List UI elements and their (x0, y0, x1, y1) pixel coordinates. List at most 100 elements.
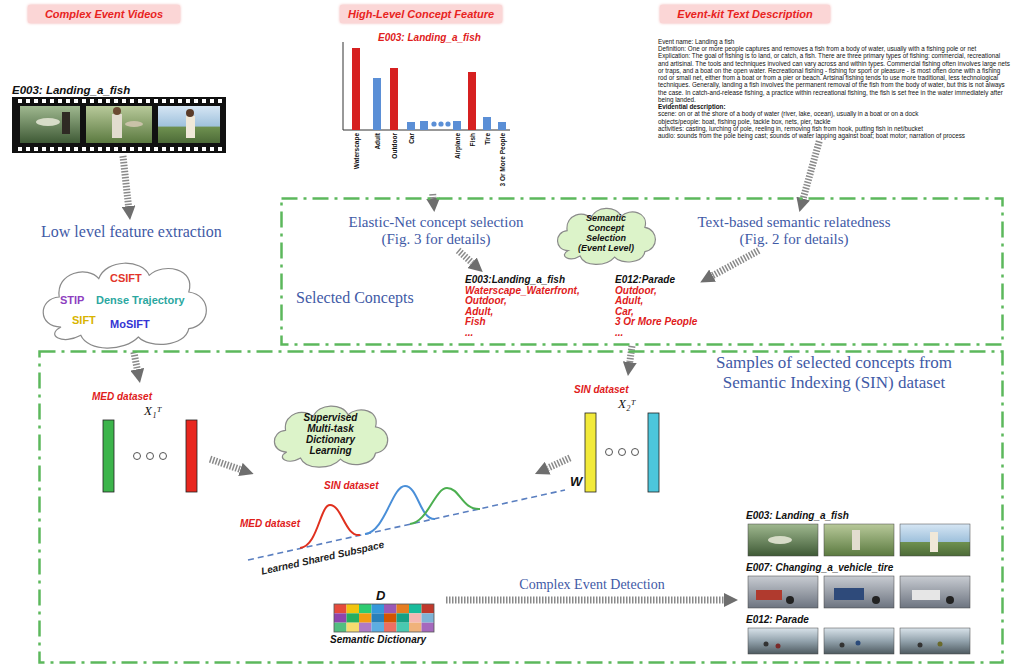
region-border (38, 350, 1004, 664)
grid-cell (334, 613, 347, 622)
hatched-arrow (123, 156, 129, 206)
node-text: MED dataset (240, 518, 300, 529)
fish-shape (36, 118, 60, 126)
node-text: audio: sounds from the pole being cast; … (658, 132, 1010, 139)
node-text: Complex Event Videos (36, 8, 172, 20)
stage-label: Low level feature extraction (38, 220, 225, 244)
feature-vector (186, 420, 197, 492)
node-text: E003: Landing_a_fish (12, 84, 130, 96)
hatched-arrow (630, 346, 632, 362)
ellipsis-dot (445, 121, 450, 126)
node-text: (Fig. 2 for details) (682, 231, 906, 248)
node-text: Dense Trajectory (96, 294, 185, 306)
crowd-dot (840, 643, 845, 648)
node-text: E003: Landing_a_fish (378, 32, 481, 43)
tire-shape (786, 596, 794, 604)
node-text: scene: on or at the shore of a body of w… (658, 110, 1010, 117)
crowd-dot (764, 642, 769, 647)
grid-cell (409, 604, 422, 613)
grid-cell (397, 623, 410, 632)
ellipsis-dot (431, 121, 436, 126)
crowd-dot (856, 641, 861, 646)
chart-bar (420, 121, 428, 130)
node-text: Definition: One or more people captures … (658, 45, 1010, 52)
feature-vector (648, 413, 659, 492)
learning-cloud: Supervised Multi-task Dictionary Learnin… (268, 398, 393, 470)
node-text: High-Level Concept Feature (348, 8, 494, 20)
result-frame (900, 576, 970, 608)
node-text: Explication: The goal of fishing is to l… (658, 52, 1010, 103)
result-frame (900, 524, 970, 556)
hatched-arrow (548, 458, 570, 468)
crowd-dot (938, 642, 943, 647)
grid-cell (334, 604, 347, 613)
node-text: ... (615, 328, 697, 339)
node-text: X₁ᵀ (144, 403, 161, 419)
video-frame (86, 106, 152, 143)
node-text: Samples of selected concepts from Semant… (698, 353, 970, 392)
node-text: Semantic Concept Selection (572, 214, 640, 244)
ellipsis-dot (632, 449, 639, 456)
learning-region: Samples of selected concepts from Semant… (38, 350, 1004, 664)
node-text: Waterscape (353, 133, 360, 169)
grid-cell (372, 613, 385, 622)
chart-bar (390, 68, 398, 130)
hatched-arrow (458, 251, 472, 263)
node-text: Fish (469, 133, 476, 146)
node-text: E012:Parade (615, 275, 697, 286)
result-frame (900, 628, 970, 654)
video-frame (20, 106, 80, 143)
node-text: (Fig. 3 for details) (327, 231, 545, 248)
sprocket-row (14, 147, 224, 151)
person-shape (112, 114, 122, 138)
chart-bar (483, 117, 491, 130)
grid-cell (359, 613, 372, 622)
node-text: Semantic Dictionary (330, 634, 426, 645)
node-text: MoSIFT (110, 318, 150, 330)
grid-cell (409, 623, 422, 632)
car-shape (756, 590, 782, 600)
node-text: CSIFT (110, 272, 142, 284)
node-text: Adult, (615, 296, 697, 307)
detection-results: E003: Landing_a_fishE007: Changing_a_veh… (738, 508, 994, 656)
node-text: SIN dataset (324, 480, 378, 491)
concept-list: E003:Landing_a_fishWaterscape_Waterfront… (462, 272, 583, 341)
ellipsis-dot (134, 453, 141, 460)
grid-cell (397, 604, 410, 613)
person-shape (930, 532, 938, 552)
node-text: Event name: Landing a fish (658, 38, 1010, 45)
hatched-arrow (210, 459, 240, 469)
node-text: D (376, 588, 385, 603)
node-text: X₂ᵀ (618, 396, 635, 412)
hatched-arrow (446, 597, 724, 604)
grid-cell (347, 623, 360, 632)
car-shape (834, 588, 864, 600)
hatched-arrow (713, 251, 759, 276)
concept-cloud: Semantic Concept Selection(Event Level) (552, 201, 660, 267)
result-frame (748, 628, 818, 654)
result-frame (824, 524, 894, 556)
hatched-arrow (803, 141, 819, 198)
result-frame (748, 524, 818, 556)
grid-cell (359, 604, 372, 613)
node-text: ... (465, 328, 580, 339)
node-text: Text-based semantic relatedness (682, 214, 906, 231)
node-text: Outdoor (391, 133, 398, 159)
cloud-outline (43, 263, 206, 348)
node-text: Fish (465, 317, 580, 328)
concept-list: E012:ParadeOutdoor,Adult,Car,3 Or More P… (612, 272, 700, 341)
node-text: Car, (615, 307, 697, 318)
grid-cell (409, 613, 422, 622)
node-text: SIFT (72, 314, 96, 326)
node-text: Outdoor, (465, 296, 580, 307)
feature-matrix: MED datasetX₁ᵀ (92, 383, 210, 495)
header-box: Event-kit Text Description (660, 5, 830, 23)
node-text: Airplane (454, 133, 461, 159)
node-text: 3 Or More People (499, 133, 506, 186)
method-label: Elastic-Net concept selection(Fig. 3 for… (325, 212, 547, 251)
dashed-outline (40, 352, 1003, 663)
grid-cell (372, 623, 385, 632)
feature-matrix: SIN datasetX₂ᵀ (570, 376, 670, 494)
feature-vector (103, 420, 114, 492)
